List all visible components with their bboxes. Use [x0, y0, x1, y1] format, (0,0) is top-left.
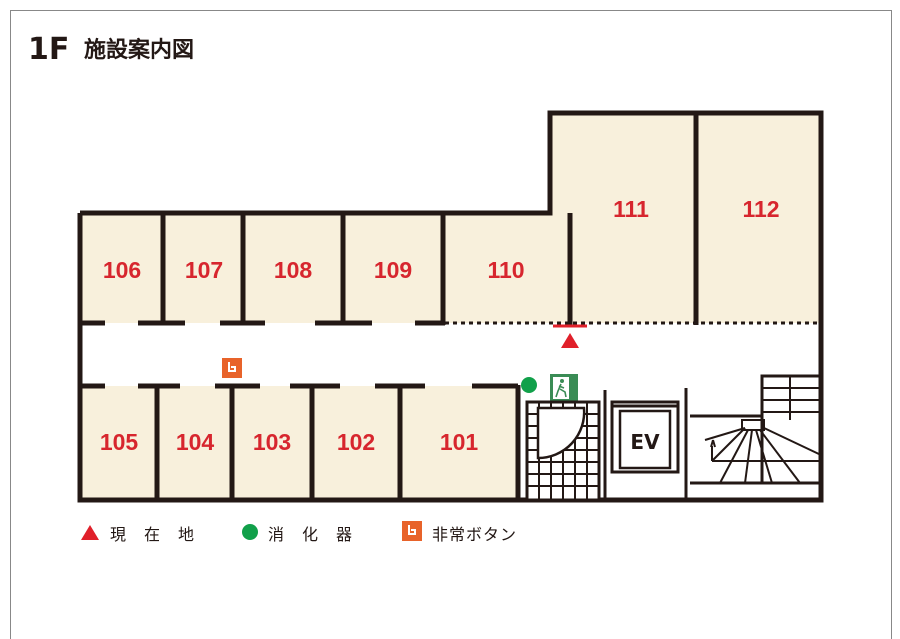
emergency-exit-icon — [550, 374, 578, 402]
room-103: 103 — [253, 429, 291, 455]
room-109: 109 — [374, 257, 412, 283]
frame — [10, 10, 892, 639]
legend-extinguisher-icon — [242, 524, 258, 540]
emergency-button-icon — [222, 358, 242, 378]
floor-label: 1F — [28, 32, 69, 67]
map-title: 施設案内図 — [84, 37, 194, 63]
outer-wall — [77, 110, 824, 503]
room-104: 104 — [176, 429, 215, 455]
fire-extinguisher-icon — [521, 377, 537, 393]
bottom-rooms-fill — [80, 386, 518, 500]
room-110: 110 — [487, 257, 524, 283]
large-rooms-fill — [550, 113, 821, 323]
room-107: 107 — [185, 257, 223, 283]
legend-alarm-icon — [402, 521, 422, 541]
legend-current-location-icon — [81, 525, 99, 540]
top-partitions — [80, 113, 699, 326]
room-105: 105 — [100, 429, 139, 455]
legend-current-location: 現 在 地 — [110, 525, 195, 544]
restroom-area — [525, 400, 601, 502]
legend-extinguisher: 消 化 器 — [268, 525, 353, 544]
legend-alarm: 非常ボタン — [432, 525, 517, 544]
room-111: 111 — [613, 196, 649, 222]
staircase — [690, 374, 823, 485]
bottom-partitions — [80, 383, 521, 500]
room-108: 108 — [274, 257, 313, 283]
room-112: 112 — [742, 196, 779, 222]
room-101: 101 — [440, 429, 479, 455]
current-location-icon — [561, 333, 579, 348]
elevator: EV — [603, 388, 688, 500]
room-102: 102 — [337, 429, 375, 455]
elevator-label: EV — [630, 430, 660, 454]
room-106: 106 — [103, 257, 141, 283]
